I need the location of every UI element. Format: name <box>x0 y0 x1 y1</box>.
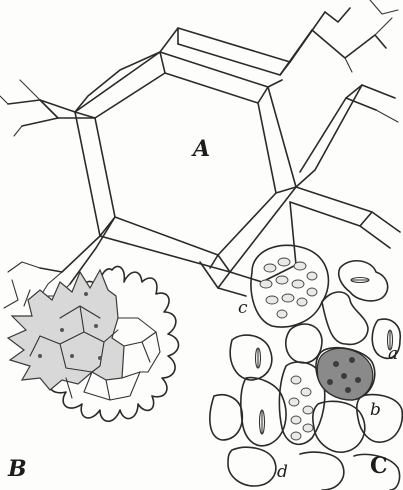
cell-b-grains <box>289 376 313 440</box>
label-cell-d: d <box>277 464 288 481</box>
left-walls <box>0 52 160 136</box>
right-walls <box>290 110 400 248</box>
label-cell-c: c <box>238 300 248 317</box>
label-cell-b: b <box>370 402 381 419</box>
colony-active-cells <box>8 270 124 390</box>
label-figure-a: A <box>193 138 210 160</box>
label-figure-b: B <box>8 458 27 480</box>
panel-b-colony <box>8 266 179 421</box>
cell-c-grains <box>260 258 317 318</box>
label-cell-a: a <box>388 346 398 363</box>
label-figure-c: C <box>370 455 388 477</box>
central-cell-inner <box>95 73 276 255</box>
central-cell-outer <box>75 52 296 272</box>
